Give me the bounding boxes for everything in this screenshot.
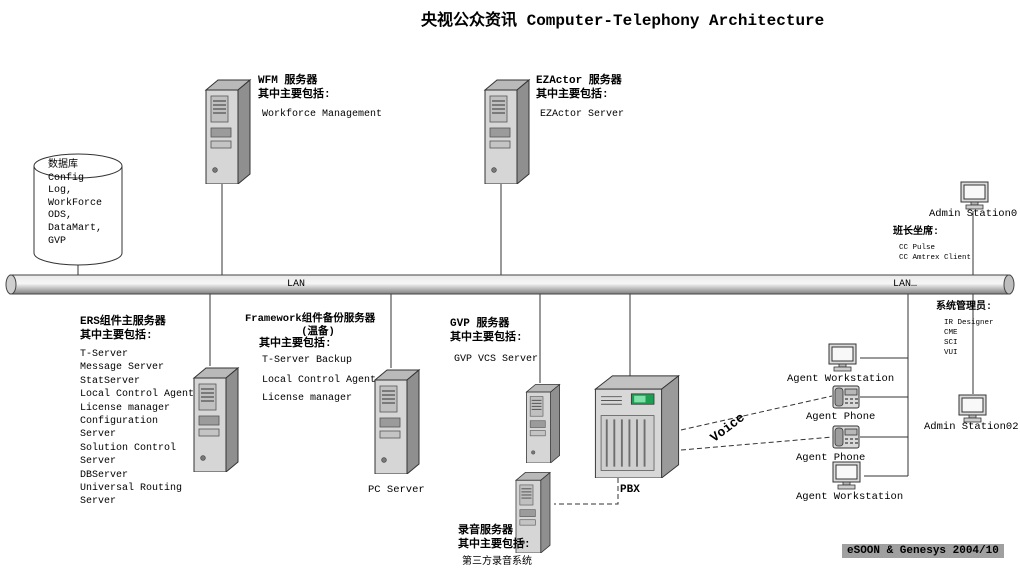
database-cylinder-icon: [33, 153, 123, 266]
database-line: 数据库: [48, 160, 78, 171]
sysadmin-item: IR Designer: [944, 319, 994, 327]
framework-title: Framework组件备份服务器: [245, 313, 376, 325]
gvp-server-label-block: GVP 服务器 其中主要包括: GVP VCS Server: [450, 318, 538, 366]
framework-item-list: T-Server Backup Local Control Agent Lice…: [245, 354, 391, 406]
ers-item: Configuration Server: [80, 416, 159, 441]
ers-item: Universal Routing Server: [80, 483, 183, 508]
agent-phone1-label: Agent Phone: [806, 411, 876, 423]
wfm-includes-label: 其中主要包括:: [258, 88, 331, 101]
ezactor-includes-label: 其中主要包括:: [536, 88, 609, 101]
framework-item: T-Server Backup: [262, 354, 353, 366]
pc-server-label: PC Server: [368, 484, 425, 496]
footer-credit: eSOON & Genesys 2004/10: [842, 544, 1004, 558]
ers-item: T-Server: [80, 349, 129, 360]
database-label: 数据库 Config Log, WorkForce ODS, DataMart,…: [48, 160, 102, 248]
ezactor-server-tower-icon: [484, 79, 530, 184]
database-line: WorkForce: [48, 197, 103, 209]
sysadmin-item: SCI: [944, 339, 958, 347]
gvp-includes-label: 其中主要包括:: [450, 331, 523, 344]
agent-phone2-label: Agent Phone: [796, 452, 866, 464]
agent-workstation1-label: Agent Workstation: [787, 373, 895, 385]
agent-workstation2-monitor-icon: [832, 461, 861, 490]
admin-station0-monitor-icon: [960, 181, 989, 210]
sysadmin-item: VUI: [944, 349, 958, 357]
ers-item: Message Server: [80, 362, 165, 374]
framework-mode: (温备): [301, 325, 335, 338]
lan-label-left: LAN: [287, 279, 306, 290]
lan-label-right: LAN…: [893, 279, 918, 290]
agent-workstation1-monitor-icon: [828, 343, 857, 372]
gvp-server-title: GVP 服务器: [450, 318, 510, 330]
database-line: Log,: [48, 185, 73, 197]
voice-dashed-lines: [554, 395, 834, 505]
ers-item: Solution Control Server: [80, 442, 177, 468]
sysadmin-block: 系统管理员: IR Designer CME SCI VUI: [936, 302, 994, 358]
wfm-server-title: WFM 服务器: [258, 75, 318, 87]
database-line: ODS,: [48, 210, 73, 222]
framework-includes-label: 其中主要包括:: [259, 338, 332, 350]
admin-station0-label: Admin Station0: [929, 208, 1018, 220]
recording-server-title: 录音服务器: [458, 525, 513, 537]
agent-phone1-icon: [832, 385, 860, 409]
ezactor-item: EZActor Server: [540, 109, 625, 120]
ezactor-server-title: EZActor 服务器: [536, 75, 622, 87]
agent-workstation2-label: Agent Workstation: [796, 491, 904, 503]
framework-backup-label-block: Framework组件备份服务器 (温备) 其中主要包括: T-Server B…: [245, 313, 391, 406]
supervisor-seat-block: 班长坐席: CC Pulse CC Amtrex Client: [893, 227, 971, 263]
database-line: DataMart,: [48, 222, 103, 234]
admin-station02-monitor-icon: [958, 394, 987, 423]
ers-item: StatServer: [80, 375, 141, 387]
database-line: Config: [48, 172, 85, 184]
supervisor-seat-item: CC Amtrex Client: [899, 254, 972, 262]
ers-server-tower-icon: [193, 367, 239, 472]
agent-phone2-icon: [832, 425, 860, 449]
gvp-item: GVP VCS Server: [454, 354, 539, 365]
framework-item: Local Control Agent: [262, 374, 377, 386]
supervisor-seat-item: CC Pulse: [899, 244, 936, 252]
database-line: GVP: [48, 235, 67, 247]
ers-includes-label: 其中主要包括:: [80, 329, 153, 342]
framework-item: License manager: [262, 393, 353, 405]
wfm-item: Workforce Management: [262, 109, 383, 120]
pbx-icon: [594, 374, 680, 478]
lan-bus: [5, 274, 1015, 295]
pbx-label: PBX: [620, 484, 640, 496]
sysadmin-title: 系统管理员:: [936, 302, 993, 313]
wfm-server-label-block: WFM 服务器 其中主要包括: Workforce Management: [258, 75, 382, 121]
recording-includes-label: 其中主要包括:: [458, 538, 531, 551]
sysadmin-items: IR Designer CME SCI VUI: [936, 318, 994, 358]
admin-station02-label: Admin Station02: [924, 421, 1019, 433]
ers-server-label-block: ERS组件主服务器 其中主要包括: T-Server Message Serve…: [80, 316, 198, 509]
supervisor-seat-items: CC Pulse CC Amtrex Client: [893, 243, 971, 263]
ers-server-title: ERS组件主服务器: [80, 316, 166, 328]
ezactor-server-label-block: EZActor 服务器 其中主要包括: EZActor Server: [536, 75, 624, 121]
supervisor-seat-title: 班长坐席:: [893, 227, 940, 238]
wfm-server-tower-icon: [205, 79, 251, 184]
diagram-title: 央视公众资讯 Computer-Telephony Architecture: [421, 12, 825, 30]
recording-item: 第三方录音系统: [462, 557, 532, 568]
ers-item: DBServer: [80, 469, 129, 481]
sysadmin-item: CME: [944, 329, 958, 337]
gvp-server-tower-icon: [525, 384, 561, 463]
recording-server-label-block: 录音服务器 其中主要包括: 第三方录音系统: [458, 525, 532, 569]
ers-item-list: T-Server Message Server StatServer Local…: [80, 348, 198, 509]
network-connection-lines: [77, 184, 974, 477]
ers-item: License manager: [80, 402, 171, 414]
ers-item: Local Control Agent: [80, 389, 195, 401]
